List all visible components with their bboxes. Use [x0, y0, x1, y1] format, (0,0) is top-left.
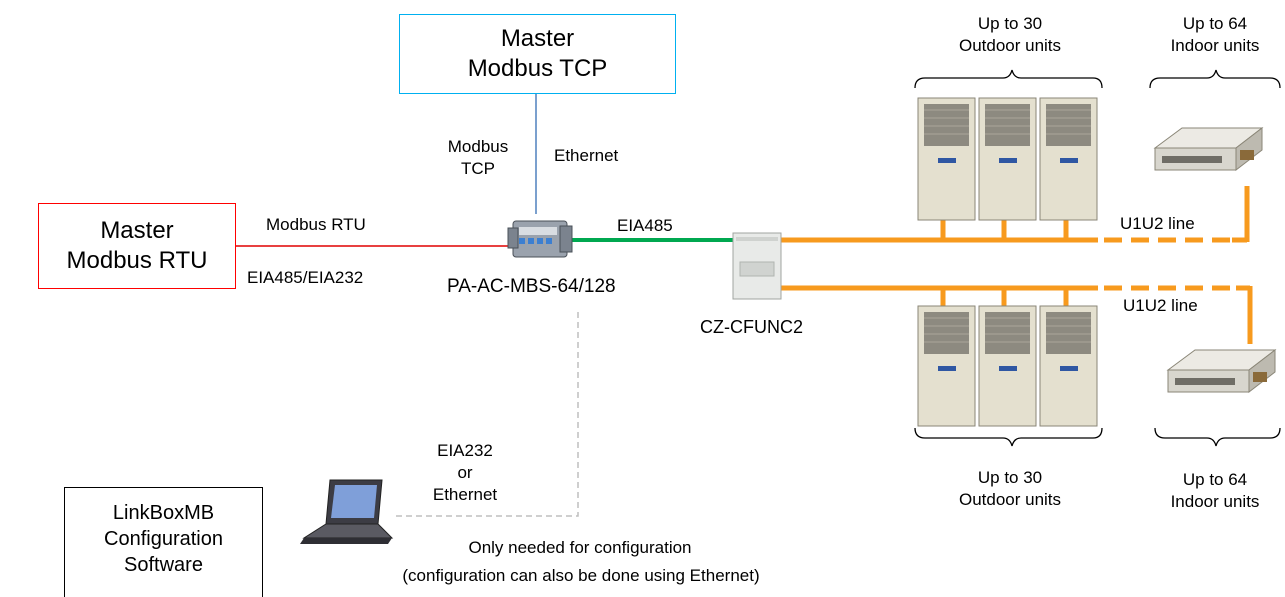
indoor-unit-icon: [1166, 348, 1277, 394]
master-tcp-line1: Master: [500, 25, 575, 52]
bracket-outdoor-bottom: [914, 427, 1103, 447]
u1u2-line-top: [780, 186, 1250, 243]
outdoor-unit-icon: [917, 97, 1098, 221]
modbus-tcp-label: Modbus TCP: [438, 136, 518, 180]
config-connection-label: EIA232 or Ethernet: [425, 440, 505, 506]
master-modbus-tcp-box: Master Modbus TCP: [399, 14, 676, 94]
u1u2-line-bottom: [780, 285, 1253, 344]
ethernet-label: Ethernet: [554, 146, 619, 165]
also-ethernet-note: (configuration can also be done using Et…: [402, 566, 760, 585]
linkbox-line2: Configuration: [104, 528, 223, 550]
linkbox-line1: LinkBoxMB: [112, 502, 215, 524]
u1u2-line-top-label: U1U2 line: [1120, 214, 1195, 233]
indoor-bottom-line2: Indoor units: [1170, 492, 1260, 511]
indoor-units-top-label: Up to 64 Indoor units: [1150, 13, 1280, 57]
config-line2: or: [457, 463, 473, 482]
outdoor-bottom-line1: Up to 30: [977, 468, 1043, 487]
indoor-bottom-line1: Up to 64: [1182, 470, 1248, 489]
indoor-unit-icon: [1153, 126, 1264, 172]
only-needed-note: Only needed for configuration: [468, 538, 692, 557]
outdoor-bottom-line2: Outdoor units: [958, 490, 1062, 509]
modbus-tcp-label-line2: TCP: [461, 159, 495, 178]
cz-cfunc2-icon: [732, 232, 782, 300]
configuration-line: [392, 312, 579, 517]
bracket-outdoor-top: [914, 69, 1103, 89]
outdoor-top-line2: Outdoor units: [958, 36, 1062, 55]
outdoor-units-bottom-label: Up to 30 Outdoor units: [940, 467, 1080, 511]
bracket-indoor-bottom: [1154, 427, 1281, 447]
cz-cfunc2-label: CZ-CFUNC2: [700, 317, 803, 337]
indoor-top-line2: Indoor units: [1170, 36, 1260, 55]
outdoor-unit-icon: [917, 305, 1098, 427]
linkbox-line3: Software: [124, 554, 203, 576]
eia485-label: EIA485: [617, 216, 673, 235]
gateway-label: PA-AC-MBS-64/128: [447, 276, 616, 297]
config-line3: Ethernet: [432, 485, 498, 504]
indoor-top-line1: Up to 64: [1182, 14, 1248, 33]
outdoor-top-line1: Up to 30: [977, 14, 1043, 33]
u1u2-line-bottom-label: U1U2 line: [1123, 296, 1198, 315]
gateway-icon: [507, 220, 573, 258]
eia485-eia232-label: EIA485/EIA232: [247, 268, 364, 287]
modbus-tcp-label-line1: Modbus: [447, 137, 509, 156]
modbus-rtu-label: Modbus RTU: [266, 215, 366, 234]
master-rtu-line2: Modbus RTU: [66, 247, 208, 274]
outdoor-units-top-label: Up to 30 Outdoor units: [940, 13, 1080, 57]
master-modbus-rtu-box: Master Modbus RTU: [38, 203, 236, 289]
master-rtu-line1: Master: [100, 217, 174, 244]
linkbox-software-box: LinkBoxMB Configuration Software: [64, 487, 263, 597]
master-tcp-line2: Modbus TCP: [467, 55, 608, 82]
config-line1: EIA232: [437, 441, 493, 460]
indoor-units-bottom-label: Up to 64 Indoor units: [1150, 469, 1280, 513]
bracket-indoor-top: [1149, 69, 1281, 89]
laptop-icon: [300, 479, 394, 544]
